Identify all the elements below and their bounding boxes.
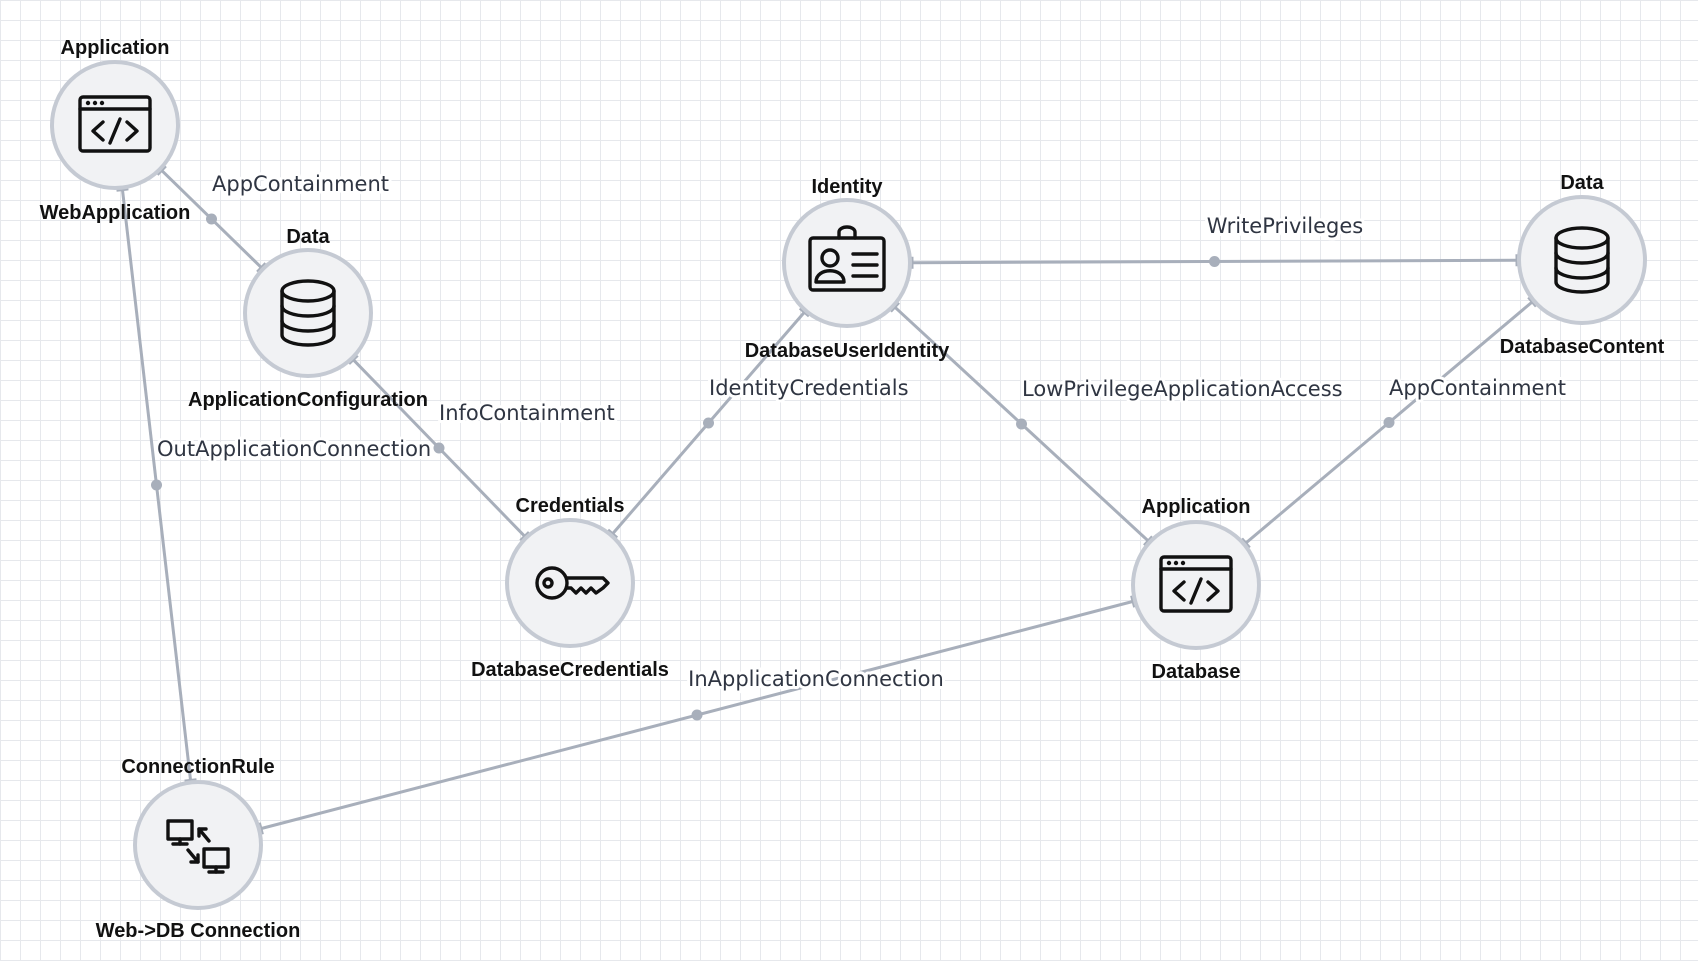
code-window-icon	[1159, 555, 1233, 613]
node-circle[interactable]	[1517, 195, 1647, 325]
node-type-label: ConnectionRule	[121, 756, 274, 778]
edge-4[interactable]: LowPrivilegeApplicationAccess	[889, 301, 1346, 547]
id-card-icon	[808, 225, 886, 292]
edge-label: IdentityCredentials	[709, 376, 909, 400]
edge-label: WritePrivileges	[1207, 214, 1363, 238]
node-type-label: Data	[1560, 172, 1604, 194]
node-type-label: Credentials	[516, 495, 625, 517]
edge-end-cap	[1527, 296, 1538, 308]
node-name-label: Database	[1152, 661, 1241, 683]
node-circle[interactable]	[782, 198, 912, 328]
nodes-layer: ApplicationWebApplicationDataApplication…	[40, 37, 1665, 942]
node-type-label: Application	[1142, 496, 1251, 518]
edge-midpoint-handle[interactable]	[433, 442, 445, 454]
database-icon	[1554, 226, 1610, 294]
node-circle[interactable]	[1131, 520, 1261, 650]
node-type-label: Application	[61, 37, 170, 59]
edge-start-cap	[257, 822, 264, 835]
edge-end-cap	[798, 307, 810, 318]
edge-label: AppContainment	[212, 172, 389, 196]
node-circle[interactable]	[243, 248, 373, 378]
node-name-label: DatabaseUserIdentity	[745, 340, 950, 362]
edge-midpoint-handle[interactable]	[1383, 417, 1395, 428]
edge-midpoint-handle[interactable]	[703, 417, 714, 429]
edge-0[interactable]: AppContainment	[156, 165, 392, 273]
edge-start-cap	[607, 528, 619, 539]
node-name-label: ApplicationConfiguration	[188, 389, 428, 411]
edge-midpoint-handle[interactable]	[151, 479, 162, 491]
edge-3[interactable]: WritePrivileges	[910, 211, 1519, 269]
edge-label: InApplicationConnection	[688, 667, 944, 691]
edge-midpoint-handle[interactable]	[691, 709, 703, 721]
edges-layer: AppContainmentInfoContainmentIdentityCre…	[116, 165, 1569, 835]
edge-label: LowPrivilegeApplicationAccess	[1022, 377, 1343, 401]
node-name-label: DatabaseContent	[1500, 336, 1665, 358]
edge-start-cap	[347, 354, 359, 365]
node-name-label: Web->DB Connection	[96, 920, 301, 942]
database-icon	[280, 279, 336, 347]
key-icon	[535, 566, 610, 600]
node-circle[interactable]	[505, 518, 635, 648]
node-name-label: DatabaseCredentials	[471, 659, 669, 681]
code-window-icon	[78, 95, 152, 153]
edge-label: AppContainment	[1389, 376, 1566, 400]
edge-end-cap	[184, 778, 197, 783]
edge-1[interactable]: InfoContainment	[347, 354, 618, 542]
edge-5[interactable]: AppContainment	[1240, 296, 1569, 549]
edge-label: InfoContainment	[439, 401, 615, 425]
node-type-label: Identity	[811, 176, 883, 198]
edge-2[interactable]: IdentityCredentials	[607, 307, 912, 539]
edge-start-cap	[1240, 537, 1251, 549]
node-type-label: Data	[286, 226, 330, 248]
node-circle[interactable]	[50, 60, 180, 190]
edge-6[interactable]: OutApplicationConnection	[116, 187, 434, 783]
edge-midpoint-handle[interactable]	[1016, 418, 1027, 430]
edge-midpoint-handle[interactable]	[206, 213, 217, 225]
edge-7[interactable]: InApplicationConnection	[257, 595, 1137, 835]
node-circle[interactable]	[133, 780, 263, 910]
network-connection-icon	[166, 819, 230, 874]
edge-midpoint-handle[interactable]	[1209, 256, 1220, 267]
node-name-label: WebApplication	[40, 202, 191, 224]
edge-label: OutApplicationConnection	[157, 437, 431, 461]
